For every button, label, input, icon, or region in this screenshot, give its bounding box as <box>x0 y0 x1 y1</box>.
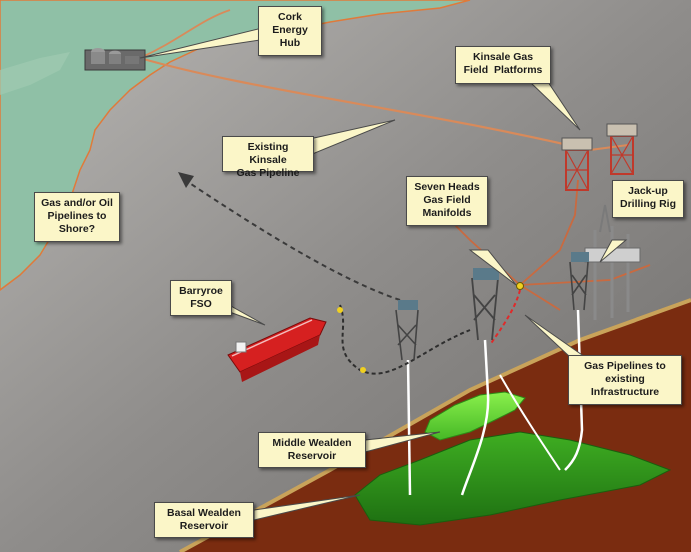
label-line: Manifolds <box>422 207 472 219</box>
label-basal-wealden-reservoir: Basal Wealden Reservoir <box>154 502 254 538</box>
label-line: Gas Pipelines to <box>584 360 666 372</box>
cork-pipeline <box>139 9 231 59</box>
label-line: Energy <box>272 24 308 36</box>
label-line: Kinsale Gas <box>472 51 534 63</box>
label-line: Infrastructure <box>590 386 660 398</box>
label-middle-wealden-reservoir: Middle Wealden Reservoir <box>258 432 366 468</box>
basal-wealden-reservoir <box>354 431 672 526</box>
label-line: Barryroe <box>179 285 223 297</box>
label-gas-pipelines-infrastructure: Gas Pipelines to existing Infrastructure <box>568 355 682 405</box>
label-line: FSO <box>190 298 212 310</box>
seabed-edge <box>179 298 691 552</box>
middle-wealden-reservoir <box>424 391 526 441</box>
label-line: Basal Wealden <box>167 507 241 519</box>
red-flowline <box>489 289 521 346</box>
manifold-tower-2 <box>471 268 499 341</box>
label-line: Middle Wealden <box>272 437 352 449</box>
well-path-3 <box>499 374 561 471</box>
well-path-4 <box>564 309 584 471</box>
buoy-marker-2 <box>360 367 366 373</box>
land-mass <box>0 0 471 291</box>
pointer-jackup-rig <box>599 239 628 263</box>
buoy-marker <box>337 307 343 313</box>
manifold-tower-3 <box>569 252 589 311</box>
label-line: Field Platforms <box>463 64 543 76</box>
label-line: Jack-up <box>628 185 668 197</box>
pointer-seven-heads <box>468 249 517 286</box>
cork-energy-hub-facility <box>84 48 146 71</box>
label-cork-energy-hub: Cork Energy Hub <box>258 6 322 56</box>
label-line: Reservoir <box>179 520 229 532</box>
label-line: Reservoir <box>287 450 337 462</box>
kinsale-platform-2 <box>606 123 638 175</box>
label-pipelines-to-shore: Gas and/or Oil Pipelines to Shore? <box>34 192 120 242</box>
label-line: Gas Pipeline <box>236 167 300 179</box>
label-line: Gas and/or Oil <box>41 197 113 209</box>
seven-heads-pipelines <box>449 179 651 311</box>
well-path-1 <box>406 359 412 496</box>
label-seven-heads-manifolds: Seven Heads Gas Field Manifolds <box>406 176 488 226</box>
label-line: Existing Kinsale <box>247 141 289 166</box>
manifold-tower-1 <box>395 300 419 361</box>
land-mass-inlet <box>0 52 70 95</box>
label-line: Gas Field <box>423 194 471 206</box>
label-line: Drilling Rig <box>620 198 676 210</box>
label-line: Shore? <box>58 223 96 235</box>
kinsale-platform-1 <box>561 137 593 191</box>
label-line: Cork <box>278 11 302 23</box>
label-line: Hub <box>279 37 301 49</box>
label-jackup-drilling-rig: Jack-up Drilling Rig <box>612 180 684 218</box>
kinsale-inter-pipeline <box>589 144 629 151</box>
pointer-basal-wealden <box>253 494 361 521</box>
label-line: Pipelines to <box>47 210 107 222</box>
manifold-node <box>516 282 524 290</box>
label-barryroe-fso: Barryroe FSO <box>170 280 232 316</box>
barryroe-fso-vessel <box>227 317 327 382</box>
label-line: existing <box>605 373 645 385</box>
label-line: Seven Heads <box>414 181 480 193</box>
label-kinsale-pipeline: Existing Kinsale Gas Pipeline <box>222 136 314 179</box>
label-kinsale-platforms: Kinsale Gas Field Platforms <box>455 46 551 84</box>
pipeline-arrow-icon <box>178 172 194 188</box>
kinsale-pipeline <box>139 56 591 152</box>
well-path-2 <box>460 339 490 496</box>
